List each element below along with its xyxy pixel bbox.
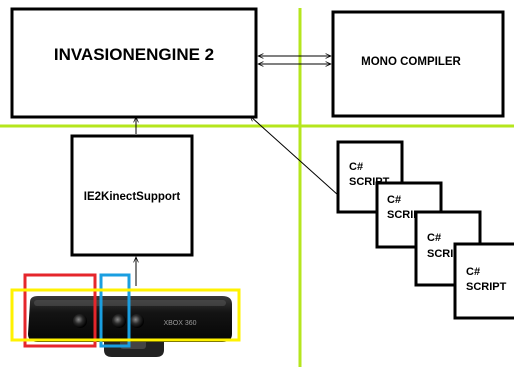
kinect-lens-right <box>130 314 144 328</box>
engine-box: INVASIONENGINE 2 <box>12 9 256 117</box>
script-line1: C# <box>427 232 441 244</box>
kinect-lens-center <box>112 314 126 328</box>
kinect-brand-label: XBOX 360 <box>163 320 196 327</box>
kinect-support-box: IE2KinectSupport <box>72 136 192 255</box>
script-line2: SCRIPT <box>466 281 507 293</box>
script-line1: C# <box>466 266 480 278</box>
engine-label: INVASIONENGINE 2 <box>54 45 214 64</box>
script-line1: C# <box>349 161 363 173</box>
scripts-to-engine-arrow <box>250 116 338 195</box>
kinect-support-label: IE2KinectSupport <box>84 191 181 203</box>
script-line1: C# <box>387 194 401 206</box>
script-card: C# SCRIPT <box>455 244 514 318</box>
compiler-label: MONO COMPILER <box>361 56 461 68</box>
kinect-lens-left <box>73 314 87 328</box>
compiler-box: MONO COMPILER <box>333 12 503 116</box>
